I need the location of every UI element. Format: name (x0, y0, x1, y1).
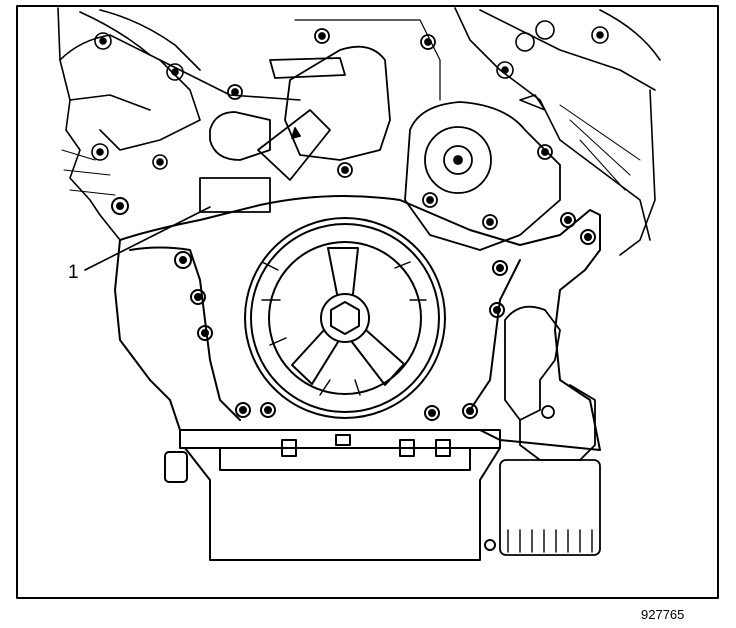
figure-id: 927765 (641, 607, 685, 622)
thermostat-housing (209, 19, 441, 181)
figure-border (16, 5, 719, 599)
left-cylinder-head (57, 7, 301, 241)
right-cylinder-head (454, 7, 661, 256)
crankshaft-balancer (244, 217, 446, 419)
callout-1-leader (84, 206, 211, 271)
water-pump-pulley (404, 101, 561, 251)
oil-pan (164, 429, 501, 561)
oil-filter (499, 305, 601, 556)
callout-1-label: 1 (68, 262, 79, 283)
